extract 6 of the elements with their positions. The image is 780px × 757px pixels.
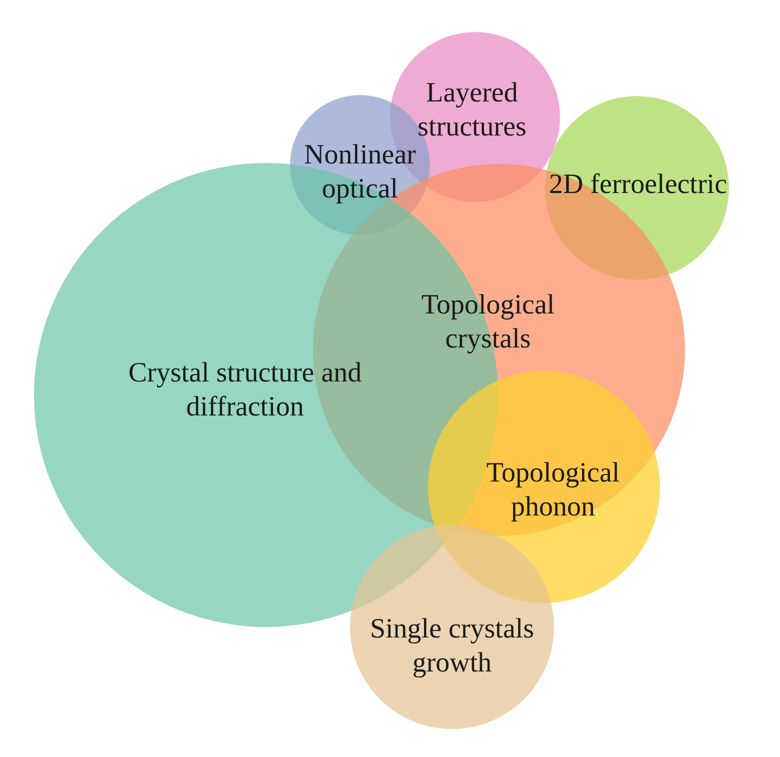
region-label: Nonlinear optical <box>303 138 417 206</box>
region-label: Topological phonon <box>485 456 621 524</box>
region-label: Layered structures <box>416 76 528 144</box>
region-label: Single crystals growth <box>368 612 536 680</box>
region-label: Crystal structure and diffraction <box>127 356 363 424</box>
region-label: 2D ferroelectric <box>548 168 728 202</box>
